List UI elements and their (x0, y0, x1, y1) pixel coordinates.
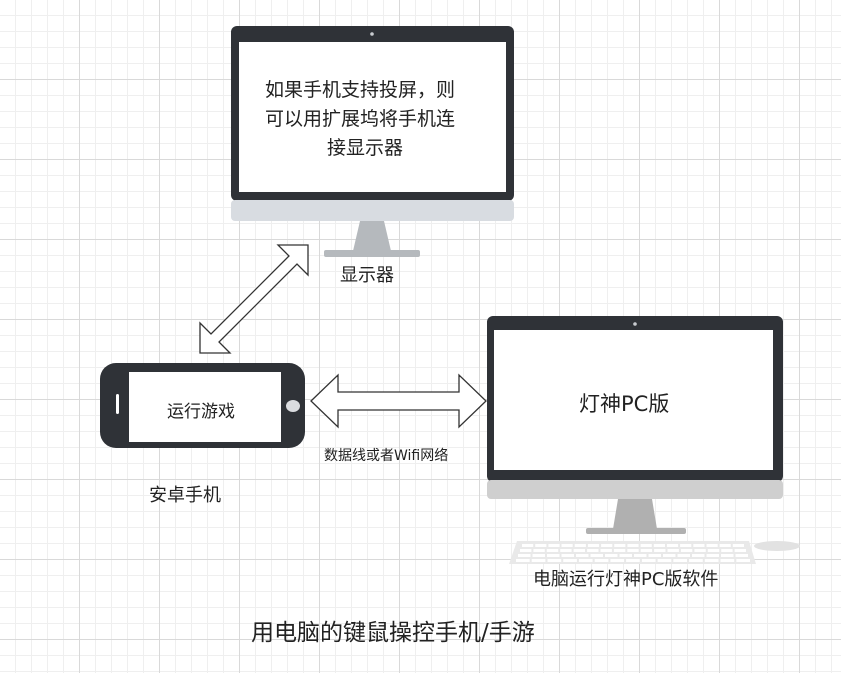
keyboard-key (561, 554, 574, 557)
keyboard-key (677, 554, 690, 557)
keyboard-key (546, 549, 559, 552)
monitor-camera (370, 32, 374, 36)
monitor-screen-text-line3: 接显示器 (327, 137, 404, 159)
keyboard-key (663, 554, 676, 557)
keyboard-key (689, 559, 703, 562)
keyboard-key (576, 554, 589, 557)
keyboard-key (613, 549, 626, 552)
keyboard-key (522, 544, 534, 547)
diagram-caption: 用电脑的键鼠操控手机/手游 (251, 620, 535, 646)
keyboard-key (673, 559, 687, 562)
keyboard (509, 541, 756, 564)
keyboard-key (561, 544, 573, 547)
keyboard-key (680, 544, 692, 547)
arrow-phone-computer (310, 373, 487, 429)
monitor-device (231, 26, 514, 257)
keyboard-key (605, 554, 618, 557)
keyboard-key (516, 559, 530, 562)
monitor-screen-text-line2: 可以用扩展坞将手机连 (265, 108, 456, 130)
keyboard-key (694, 549, 706, 552)
computer-screen (494, 330, 773, 470)
monitor-screen (239, 42, 506, 192)
keyboard-key (640, 544, 652, 547)
keyboard-key (667, 549, 679, 552)
keyboard-key (587, 549, 599, 552)
keyboard-key (518, 554, 531, 557)
keyboard-key (600, 549, 612, 552)
keyboard-key (707, 549, 720, 552)
keyboard-key (735, 554, 748, 557)
keyboard-key (594, 559, 609, 562)
phone-label: 安卓手机 (149, 485, 221, 506)
keyboard-key (657, 559, 672, 562)
keyboard-key (734, 549, 746, 552)
keyboard-key (721, 549, 733, 552)
keyboard-key (641, 559, 656, 562)
keyboard-key (704, 559, 719, 562)
phone-speaker (116, 394, 119, 414)
keyboard-key (736, 559, 750, 562)
keyboard-key (614, 544, 626, 547)
keyboard-key (627, 549, 639, 552)
keyboard-key (680, 549, 693, 552)
keyboard-key (666, 544, 679, 547)
keyboard-key (706, 554, 719, 557)
keyboard-key (601, 544, 613, 547)
mouse (754, 541, 800, 551)
keyboard-key (640, 549, 653, 552)
keyboard-key (587, 544, 600, 547)
keyboard-keys (516, 544, 750, 562)
arrow-phone-monitor (199, 244, 309, 354)
monitor-stand-neck (353, 221, 391, 251)
keyboard-key (648, 554, 661, 557)
keyboard-key (520, 549, 532, 552)
keyboard-key (692, 554, 705, 557)
keyboard-key (720, 559, 735, 562)
computer-stand-neck (613, 499, 657, 529)
keyboard-key (706, 544, 718, 547)
keyboard-key (610, 559, 625, 562)
keyboard-key (719, 544, 731, 547)
monitor-chin (231, 200, 514, 221)
keyboard-key (732, 544, 744, 547)
keyboard-key (653, 544, 665, 547)
keyboard-key (547, 554, 560, 557)
keyboard-key (532, 554, 545, 557)
connection-label: 数据线或者Wifi网络 (324, 448, 449, 464)
computer-label: 电脑运行灯神PC版软件 (533, 569, 719, 590)
computer-screen-text: 灯神PC版 (579, 392, 670, 416)
keyboard-key (533, 549, 545, 552)
keyboard-key (627, 544, 639, 547)
phone-device (100, 363, 305, 448)
keyboard-key (578, 559, 593, 562)
computer-camera (633, 322, 637, 326)
keyboard-key (563, 559, 577, 562)
keyboard-key (590, 554, 603, 557)
keyboard-key (654, 549, 666, 552)
keyboard-key (535, 544, 547, 547)
phone-home-button (286, 400, 300, 412)
keyboard-key (560, 549, 572, 552)
keyboard-key (573, 549, 585, 552)
keyboard-key (626, 559, 640, 562)
keyboard-key (547, 559, 562, 562)
phone-screen (129, 372, 281, 442)
keyboard-key (574, 544, 586, 547)
keyboard-key (634, 554, 647, 557)
keyboard-key (619, 554, 632, 557)
keyboard-key (531, 559, 546, 562)
keyboard-key (693, 544, 705, 547)
monitor-stand-base (324, 250, 420, 257)
computer-stand-base (586, 528, 686, 534)
phone-screen-text: 运行游戏 (167, 402, 235, 422)
keyboard-key (548, 544, 560, 547)
computer-chin (487, 480, 783, 499)
computer-device (487, 316, 783, 534)
monitor-label: 显示器 (340, 265, 394, 286)
monitor-screen-text-line1: 如果手机支持投屏，则 (265, 79, 456, 101)
keyboard-key (721, 554, 734, 557)
